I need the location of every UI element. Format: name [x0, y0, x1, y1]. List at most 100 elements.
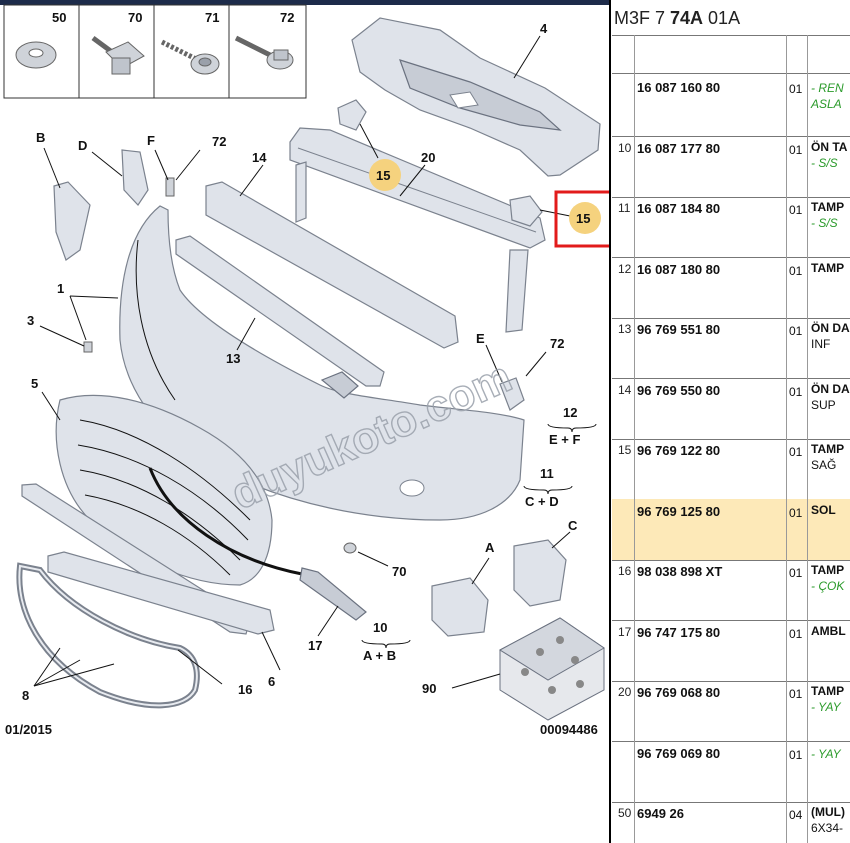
row-index: 13 — [618, 322, 632, 336]
diagram-canvas: 50 70 71 72 — [0, 0, 610, 737]
reference-title: M3F 7 74A 01A — [614, 8, 740, 29]
quantity: 01 — [789, 264, 803, 278]
col-rule-1 — [634, 35, 635, 843]
part-number: 96 769 551 80 — [637, 322, 721, 337]
upper-absorber-part-14 — [205, 181, 459, 349]
description-detail: - YAY — [811, 700, 841, 714]
description-detail: - S/S — [811, 156, 838, 170]
highlight-box — [554, 190, 610, 248]
row-index: 14 — [618, 383, 632, 397]
description-detail: - S/S — [811, 216, 838, 230]
callout-72-top: 72 — [212, 134, 226, 149]
top-border — [0, 0, 610, 5]
callout-A: A — [485, 540, 495, 555]
callout-15-right: 15 — [376, 168, 390, 183]
callout-14: 14 — [252, 150, 267, 165]
header-rule — [612, 73, 850, 74]
quantity: 01 — [789, 143, 803, 157]
row-rule — [612, 741, 850, 742]
description: ÖN DA — [811, 321, 850, 335]
quantity: 01 — [789, 566, 803, 580]
group-12-brace — [547, 423, 597, 433]
part-number: 16 087 160 80 — [637, 80, 721, 95]
part-number: 96 747 175 80 — [637, 625, 721, 640]
group-12-number: 12 — [563, 405, 577, 420]
description: TAMP — [811, 442, 845, 456]
exploded-parts-diagram: 50 70 71 72 — [0, 0, 610, 737]
description: ÖN TA — [811, 140, 848, 154]
quantity: 01 — [789, 445, 803, 459]
reference-prefix: M3F 7 — [614, 8, 671, 28]
description: TAMP — [811, 261, 845, 275]
hardware-72-label: 72 — [280, 10, 294, 25]
callout-E: E — [476, 331, 485, 346]
callout-F: F — [147, 133, 155, 148]
reference-bold: 74A — [670, 8, 704, 28]
callout-20: 20 — [421, 150, 435, 165]
row-rule — [612, 802, 850, 803]
part-number: 96 769 125 80 — [637, 504, 721, 519]
description-detail: - REN — [811, 81, 844, 95]
callout-B: B — [36, 130, 45, 145]
quantity: 01 — [789, 506, 803, 520]
flange-bolt-icon — [234, 35, 294, 70]
group-12-members: E + F — [549, 432, 580, 447]
square-nut-bolt-icon — [91, 35, 145, 75]
figure-code: 00094486 — [540, 722, 598, 737]
callout-70: 70 — [392, 564, 406, 579]
description-detail-2: ASLA — [811, 97, 842, 111]
callout-D: D — [78, 138, 87, 153]
row-index: 16 — [618, 564, 632, 578]
bracket-15-left — [509, 195, 543, 227]
clip-part-3 — [83, 341, 93, 353]
group-10-brace — [361, 639, 411, 649]
col-rule-2 — [786, 35, 787, 843]
callout-16: 16 — [238, 682, 252, 697]
description: ÖN DA — [811, 382, 850, 396]
callout-C: C — [568, 518, 578, 533]
bracket-15-right — [337, 99, 367, 131]
description-detail: SAĞ — [811, 458, 837, 472]
group-10-number: 10 — [373, 620, 387, 635]
bracket-A — [431, 577, 489, 637]
group-11-members: C + D — [525, 494, 559, 509]
washer-icon — [15, 41, 57, 69]
callout-17: 17 — [308, 638, 322, 653]
lower-grille-part-6 — [47, 551, 275, 635]
part-number: 96 769 068 80 — [637, 685, 721, 700]
description: TAMP — [811, 684, 845, 698]
lower-absorber-part-13 — [175, 235, 385, 387]
part-number: 98 038 898 XT — [637, 564, 723, 579]
group-10-members: A + B — [363, 648, 396, 663]
description-detail: - YAY — [811, 747, 841, 761]
callout-labels: 4 14 20 15 15 B D F 72 1 3 13 5 E 72 12 … — [5, 21, 598, 737]
quantity: 01 — [789, 385, 803, 399]
part-number: 96 769 069 80 — [637, 746, 721, 761]
screw-icon — [160, 39, 220, 75]
row-rule — [612, 620, 850, 621]
title-rule — [612, 35, 850, 36]
description-detail: - ÇOK — [811, 579, 845, 593]
date-code: 01/2015 — [5, 722, 52, 737]
group-11-number: 11 — [540, 466, 554, 481]
part-number: 16 087 180 80 — [637, 262, 721, 277]
part-number: 96 769 122 80 — [637, 443, 721, 458]
upper-shroud-part-4 — [351, 17, 601, 177]
bracket-C — [513, 539, 567, 607]
quantity: 01 — [789, 627, 803, 641]
callout-6: 6 — [268, 674, 275, 689]
